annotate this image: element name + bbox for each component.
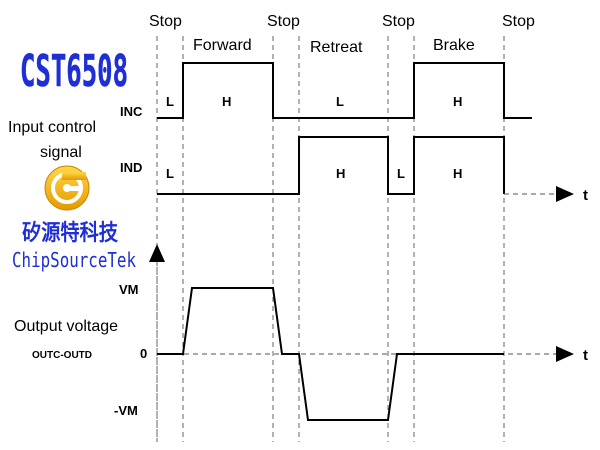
- ind-level-low: L: [397, 166, 405, 181]
- ind-level-high: H: [453, 166, 462, 181]
- output-axes: t VM 0 -VM OUTC-OUTD: [32, 244, 588, 442]
- inc-level-low: L: [336, 94, 344, 109]
- inc-level-high: H: [222, 94, 231, 109]
- vm-label: VM: [119, 282, 139, 297]
- ind-label: IND: [120, 160, 142, 175]
- outc-outd-label: OUTC-OUTD: [32, 350, 92, 361]
- output-time-axis-label: t: [583, 347, 588, 364]
- input-signal-label: signal: [40, 144, 82, 161]
- model-number: CST6508: [20, 46, 128, 97]
- brake-label: Brake: [433, 37, 475, 54]
- stop-label: Stop: [149, 13, 182, 30]
- forward-label: Forward: [193, 37, 252, 54]
- company-name-english: ChipSourceTek: [12, 248, 136, 272]
- stop-label: Stop: [267, 13, 300, 30]
- phase-labels: Stop Stop Stop Stop Forward Retreat Brak…: [149, 13, 535, 56]
- company-name-chinese: 矽源特科技: [22, 220, 119, 245]
- ind-level-high: H: [336, 166, 345, 181]
- inc-level-low: L: [166, 94, 174, 109]
- neg-vm-label: -VM: [114, 403, 138, 418]
- ind-level-low: L: [166, 166, 174, 181]
- inc-signal: INC L H L H: [120, 62, 532, 119]
- zero-label: 0: [140, 346, 147, 361]
- inc-level-high: H: [453, 94, 462, 109]
- retreat-label: Retreat: [310, 39, 363, 56]
- stop-label: Stop: [382, 13, 415, 30]
- voltage-axis-arrow: [149, 244, 165, 262]
- ind-time-axis-label: t: [583, 187, 588, 204]
- stop-label: Stop: [502, 13, 535, 30]
- phase-boundaries: [156, 36, 505, 442]
- company-logo: [44, 165, 90, 211]
- inc-label: INC: [120, 104, 143, 119]
- ind-waveform: [157, 136, 505, 195]
- ind-time-arrow: [556, 186, 574, 202]
- output-voltage-label: Output voltage: [14, 318, 118, 335]
- ind-signal: IND t L H L H: [120, 136, 588, 204]
- input-control-label: Input control: [8, 119, 96, 136]
- output-waveform: [157, 287, 504, 421]
- brand-block: CST6508 矽源特科技 ChipSourceTek: [12, 46, 136, 272]
- inc-waveform: [157, 62, 532, 119]
- output-time-arrow: [556, 346, 574, 362]
